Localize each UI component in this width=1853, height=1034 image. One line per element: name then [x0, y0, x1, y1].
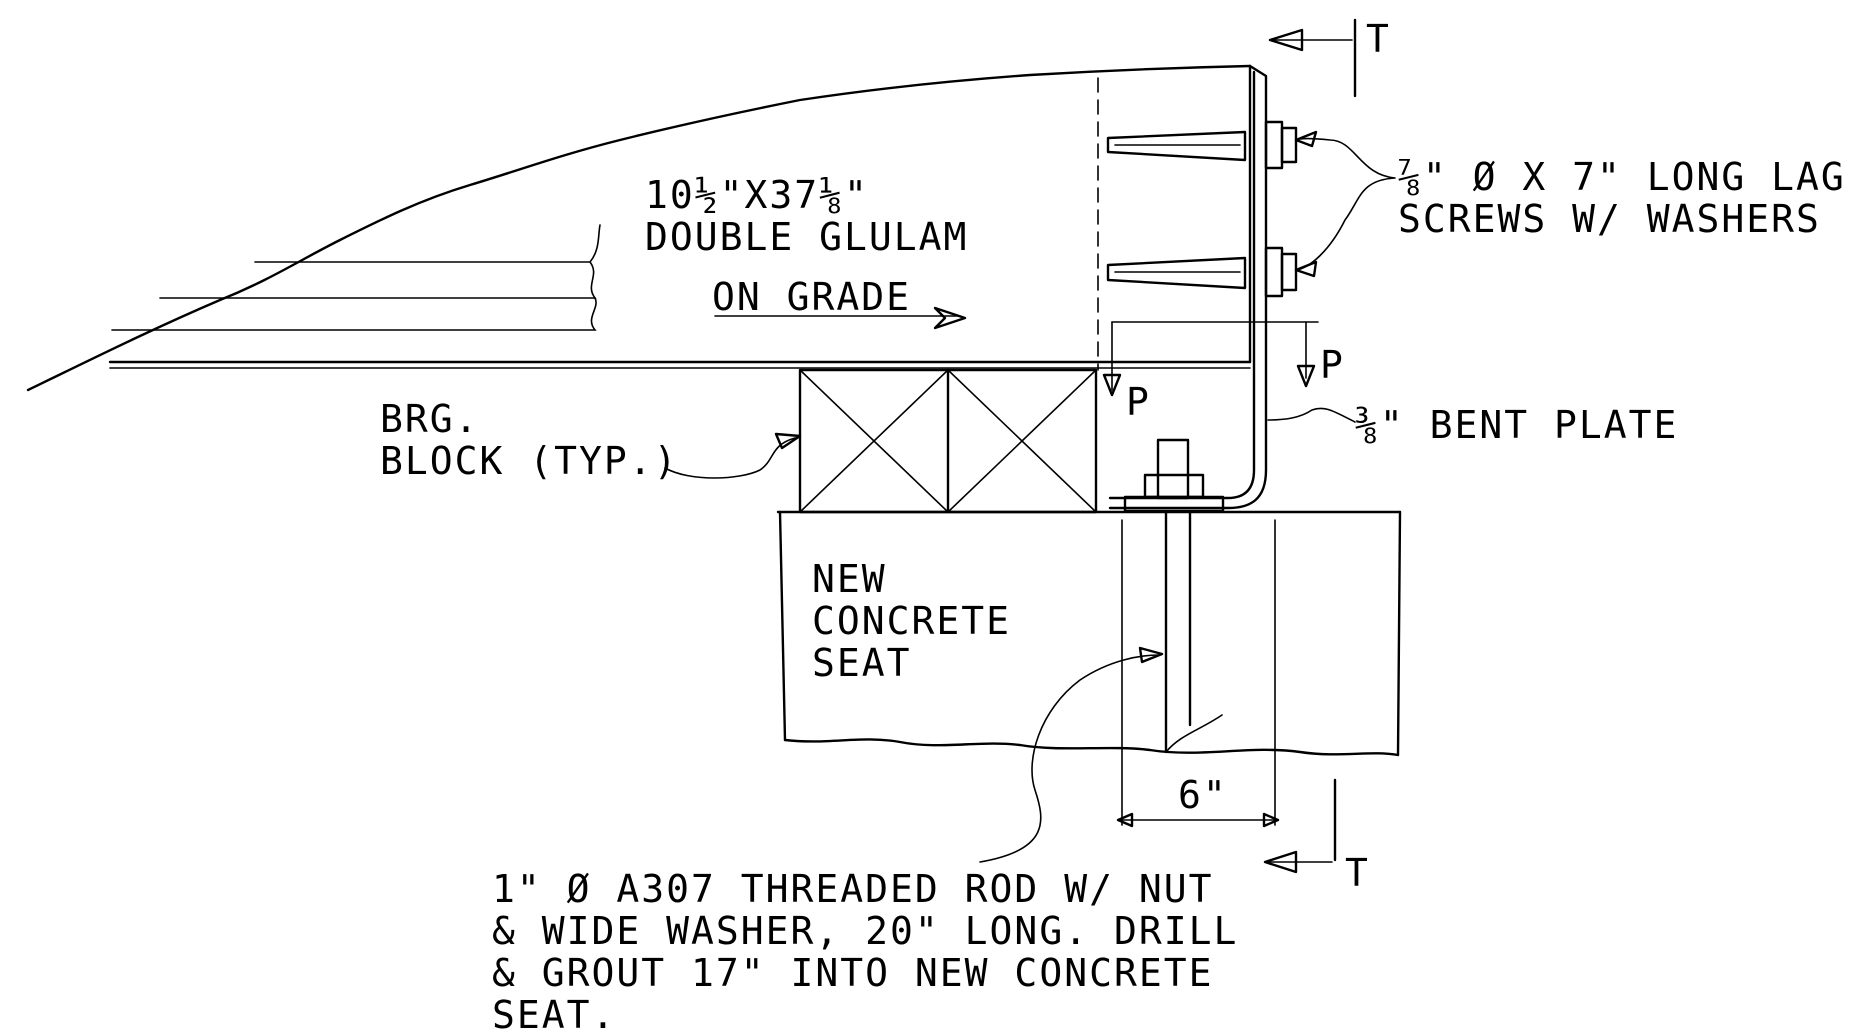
glulam-type-label: DOUBLE GLULAM [645, 215, 968, 259]
leader-lag-screws-arrow-upper [1294, 130, 1318, 148]
concrete-label-line2: CONCRETE [812, 599, 1011, 643]
rod-label-line3: & GROUT 17" INTO NEW CONCRETE [492, 951, 1213, 995]
leader-threaded-rod [979, 654, 1161, 863]
leader-lag-screws [1295, 137, 1396, 271]
glulam-beam [26, 64, 1252, 392]
rod-label-line2: & WIDE WASHER, 20" LONG. DRILL [492, 909, 1238, 953]
rod-label-line1: 1" Ø A307 THREADED ROD W/ NUT [492, 867, 1213, 911]
concrete-label-line1: NEW [812, 557, 887, 601]
bearing-blocks [798, 368, 1098, 514]
section-mark-bottom-label: T [1345, 851, 1370, 895]
section-mark-top: T [1268, 17, 1391, 98]
on-grade-label: ON GRADE [712, 275, 911, 319]
on-grade-arrow [714, 306, 967, 330]
bent-plate [1108, 64, 1268, 510]
section-p-left-label: P [1126, 380, 1151, 424]
lag-screw-lower [1106, 246, 1298, 298]
lag-screw-upper [1106, 120, 1298, 170]
lag-screws-label-line2: SCREWS W/ WASHERS [1398, 197, 1821, 241]
section-mark-top-label: T [1366, 17, 1391, 61]
brg-block-label-line2: BLOCK (TYP.) [380, 439, 679, 483]
section-p-right-label: P [1320, 343, 1345, 387]
threaded-rod-assembly [1123, 438, 1225, 754]
bent-plate-label: ⅜" BENT PLATE [1355, 403, 1678, 447]
dimension-6in-label: 6" [1178, 773, 1228, 817]
concrete-seat [776, 510, 1402, 826]
rod-label-line4: SEAT. [492, 993, 616, 1034]
section-cut-p: P P [1102, 321, 1345, 424]
leader-brg-block-arrow [774, 432, 802, 450]
leader-brg-block [664, 437, 796, 479]
section-mark-bottom: T [1263, 778, 1370, 895]
concrete-label-line3: SEAT [812, 641, 912, 685]
lag-screws-label-line1: ⅞" Ø X 7" LONG LAG [1398, 155, 1846, 199]
leader-threaded-rod-arrow [1138, 646, 1164, 664]
leader-bent-plate [1267, 407, 1356, 423]
leader-lag-screws-arrow-lower [1294, 260, 1318, 278]
glulam-size-label: 10½"X37⅛" [645, 173, 869, 217]
dimension-6in: 6" [1116, 773, 1280, 828]
brg-block-label-line1: BRG. [380, 397, 480, 441]
